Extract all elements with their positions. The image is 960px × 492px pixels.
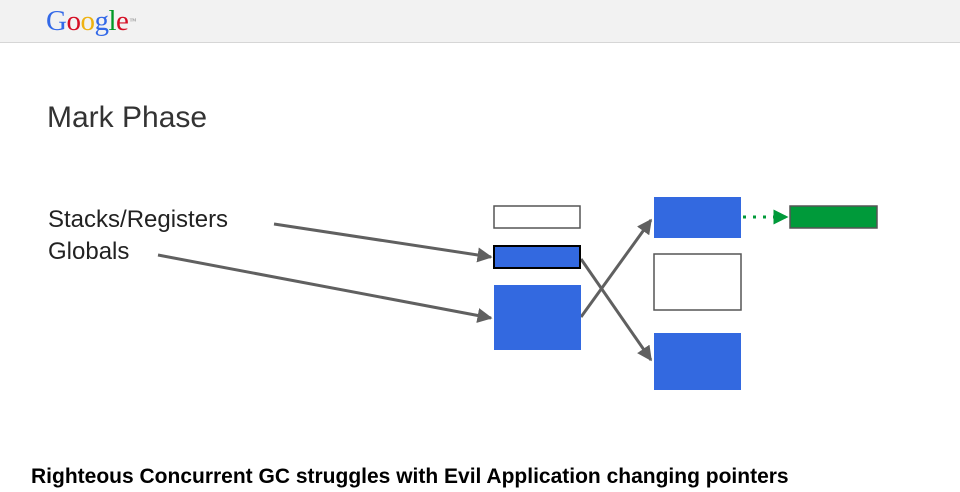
slide-caption: Righteous Concurrent GC struggles with E…	[31, 465, 789, 488]
logo-letter-g2: g	[94, 5, 109, 37]
slide-header: Google™	[0, 0, 960, 43]
logo-letter-g: G	[46, 5, 67, 37]
marked-object-left-small	[493, 245, 581, 269]
arrow-large-object-to-top-right	[579, 218, 653, 318]
google-logo: Google™	[46, 4, 136, 38]
root-label-stacks-registers: Stacks/Registers	[48, 206, 229, 233]
marked-object-right-top	[654, 197, 741, 238]
green-object	[789, 205, 878, 229]
logo-letter-l: l	[108, 5, 117, 37]
marked-object-left-large	[494, 285, 581, 350]
unmarked-object-left-top	[493, 205, 581, 229]
arrow-globals-to-large-object	[157, 253, 493, 323]
logo-letter-o1: o	[66, 5, 81, 37]
logo-letter-e: e	[116, 5, 129, 37]
unmarked-object-right-middle	[653, 253, 742, 311]
arrow-stacks-to-small-object	[273, 222, 493, 263]
logo-letter-o2: o	[80, 5, 95, 37]
root-label-globals: Globals	[48, 238, 130, 265]
marked-object-right-bottom	[654, 333, 741, 390]
slide-title: Mark Phase	[47, 101, 208, 134]
arrow-small-object-to-bottom-right	[579, 258, 653, 362]
trademark-mark: ™	[129, 17, 136, 25]
